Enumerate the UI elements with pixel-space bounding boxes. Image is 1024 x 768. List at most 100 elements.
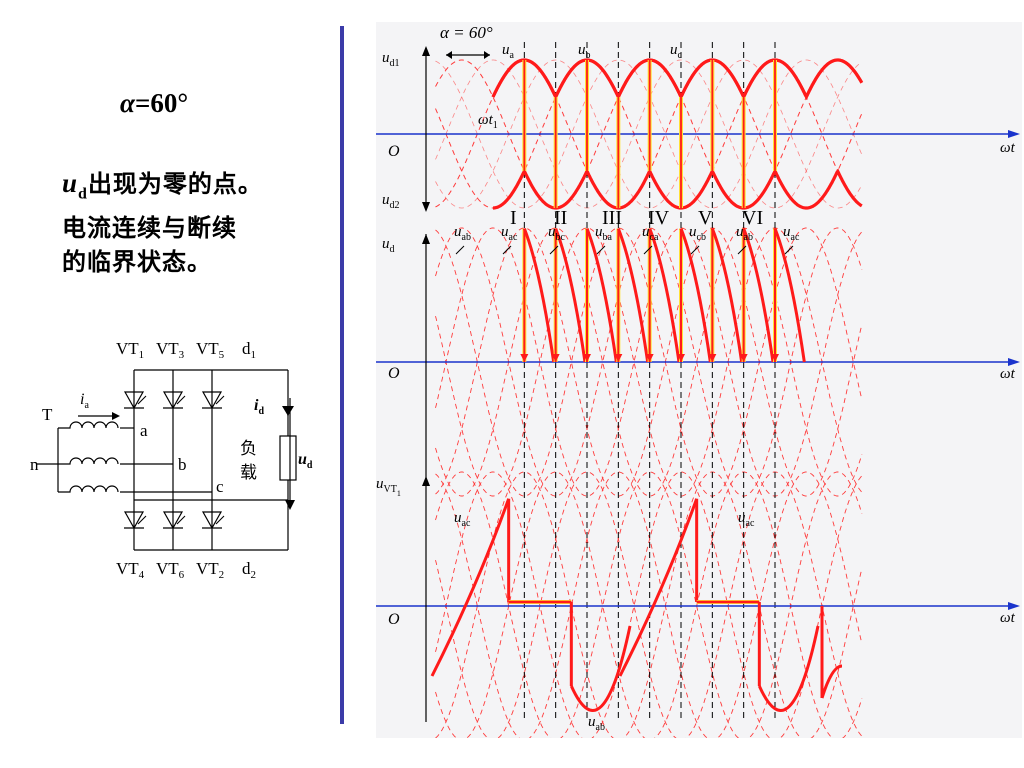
time-axis-arrow-2	[1008, 358, 1020, 366]
label-vt2: VT2	[196, 559, 224, 581]
lower-bus	[133, 500, 289, 551]
p2-arrow-7	[739, 354, 748, 362]
alpha-arrow-right	[484, 51, 490, 59]
thyristor-vt2	[201, 511, 225, 529]
waveform-plot: α = 60° ud1 ud2 O ωt1 ua ub uc ωt ud I I…	[376, 22, 1022, 738]
label-pointer-2	[549, 245, 559, 255]
y-axis-1-arrow-down	[422, 202, 430, 212]
p2-segment-0	[522, 227, 556, 363]
axes	[376, 46, 1020, 722]
p2-segment-3	[616, 227, 650, 363]
label-vt4: VT4	[116, 559, 145, 581]
p2-segment-6	[710, 227, 744, 363]
alpha-symbol: α	[120, 88, 135, 118]
label-ud: ud	[382, 236, 395, 255]
label-uac-1: uac	[454, 510, 471, 529]
desc-var-sub: d	[78, 185, 88, 203]
desc-text-1: 出现为零的点。	[87, 170, 263, 198]
label-wt1: ωt1	[478, 112, 498, 131]
label-vt5: VT5	[196, 339, 225, 361]
ia-arrow	[112, 412, 120, 420]
y-axis-1-arrow-up	[422, 46, 430, 56]
line-wave-1-5	[435, 471, 863, 738]
circuit-wires	[36, 369, 297, 508]
label-ud2: ud2	[382, 192, 400, 211]
label-n: n	[30, 455, 39, 474]
slide-divider	[340, 26, 344, 724]
alpha-arrow-left	[446, 51, 452, 59]
label-t: T	[42, 405, 53, 424]
interval-3: III	[602, 207, 622, 229]
origin-2: O	[388, 365, 400, 382]
p2-arrow-2	[583, 354, 591, 362]
label-line-voltage-2: ubc	[548, 224, 566, 243]
desc-variable: ud	[62, 168, 88, 202]
label-uvt1: uVT1	[376, 476, 401, 498]
label-ud: ud	[298, 451, 313, 471]
interval-1: I	[510, 207, 517, 229]
p3-rise-1	[618, 498, 699, 677]
alpha-annotation: α = 60°	[440, 23, 493, 42]
origin-1: O	[388, 143, 400, 160]
p2-segment-7	[742, 227, 775, 363]
label-pointer-0	[455, 245, 465, 255]
p2-arrow-0	[520, 354, 529, 362]
p2-segment-1	[554, 227, 587, 363]
label-ud1: ud1	[382, 50, 400, 69]
desc-var-u: u	[62, 168, 79, 198]
thyristor-vt1	[123, 391, 147, 409]
p2-segment-4	[648, 227, 681, 363]
alpha-title: α=60°	[120, 88, 188, 119]
omega-t-3: ωt	[1000, 610, 1016, 626]
line-wave-1-4	[435, 471, 863, 738]
label-line-voltage-0: uab	[454, 224, 471, 243]
interval-6: VI	[742, 207, 763, 229]
line-wave-0-2	[435, 227, 863, 497]
label-pointer-7	[784, 245, 794, 255]
y-axis-3-arrow	[422, 476, 430, 486]
line-wave-1-2	[435, 471, 863, 738]
label-d1: d1	[242, 339, 256, 361]
p2-arrow-3	[614, 354, 623, 362]
label-pointer-6	[737, 245, 747, 255]
p2-arrow-1	[551, 354, 560, 362]
p2-arrow-4	[645, 354, 654, 362]
label-load-2: 载	[240, 463, 257, 482]
label-pointer-3	[596, 245, 606, 255]
desc-line-2: 电流连续与断续	[62, 214, 237, 243]
left-panel: α=60° ud出现为零的点。 电流连续与断续 的临界状态。 VT1 VT3 V…	[0, 0, 340, 768]
line-wave-0-4	[435, 227, 863, 497]
label-line-voltage-7: uac	[783, 224, 800, 243]
label-pointer-5	[690, 245, 700, 255]
label-pointer-1	[502, 245, 512, 255]
p3-neg-arc-1	[757, 625, 820, 712]
interval-4: IV	[648, 207, 670, 229]
label-pointer-4	[643, 245, 653, 255]
label-uac-2: uac	[738, 510, 755, 529]
label-load-1: 负	[240, 439, 257, 458]
p1-upper-envelope	[491, 58, 864, 101]
label-line-voltage-6: uab	[736, 224, 753, 243]
omega-t-2: ωt	[1000, 366, 1016, 382]
origin-3: O	[388, 611, 400, 628]
plot-background	[376, 22, 1022, 738]
p2-segment-5	[679, 227, 712, 363]
label-uc: uc	[670, 42, 683, 61]
thyristor-vt6	[162, 511, 186, 529]
label-line-voltage-5: ucb	[689, 224, 706, 243]
label-vt6: VT6	[156, 559, 185, 581]
desc-line-1: ud出现为零的点。	[62, 166, 342, 211]
line-wave-1-0	[435, 471, 863, 738]
time-axis-arrow-1	[1008, 130, 1020, 138]
p2-arrow-5	[677, 354, 685, 362]
time-axis-arrow-3	[1008, 602, 1020, 610]
p2-segment-8	[773, 227, 806, 363]
label-line-voltage-4: uca	[642, 224, 659, 243]
omega-t-1: ωt	[1000, 140, 1016, 156]
interval-5: V	[698, 207, 713, 229]
envelope-waveforms	[430, 58, 864, 712]
desc-line-3: 的临界状态。	[62, 248, 212, 277]
p2-arrow-6	[708, 354, 717, 362]
label-vt3: VT3	[156, 339, 185, 361]
